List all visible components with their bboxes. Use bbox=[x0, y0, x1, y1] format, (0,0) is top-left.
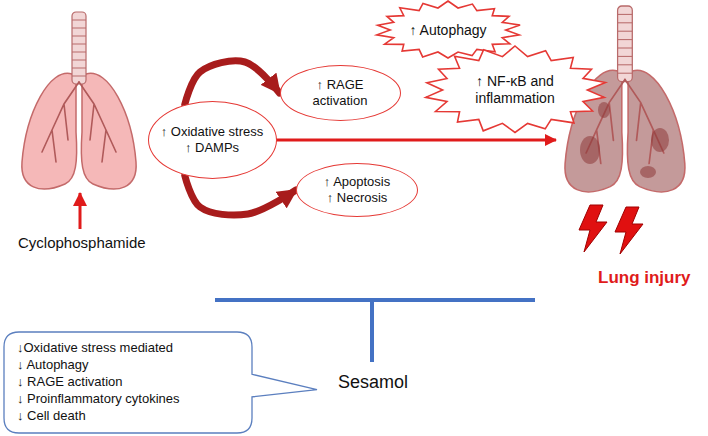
process-ellipse: ↑ Oxidative stress↑ DAMPs bbox=[148, 101, 277, 179]
node-text: ↑ Necrosis bbox=[327, 190, 388, 206]
node-text: ↓ RAGE activation bbox=[17, 373, 123, 390]
node-text: ↑ DAMPs bbox=[185, 140, 239, 156]
treatment-label: Sesamol bbox=[338, 372, 408, 393]
exposure-arrow bbox=[79, 193, 82, 229]
callout-bubble: ↓Oxidative stress mediated↓ Autophagy↓ R… bbox=[3, 331, 319, 434]
effect-starburst: ↑ Autophagy bbox=[373, 1, 523, 59]
curved-arrow bbox=[185, 61, 280, 105]
effect-starburst: ↑ NF-κB and inflammation bbox=[421, 46, 609, 134]
text-group: ↑ NF-κB and inflammation bbox=[465, 73, 565, 107]
injury-bolts bbox=[579, 205, 643, 254]
text-group: ↑ Autophagy bbox=[409, 22, 486, 39]
outcome-label: Lung injury bbox=[598, 268, 691, 288]
drug-label: Cyclophosphamide bbox=[18, 234, 146, 251]
text-group: ↓Oxidative stress mediated↓ Autophagy↓ R… bbox=[3, 331, 194, 432]
node-text: ↑ NF-κB and inflammation bbox=[465, 73, 565, 107]
process-ellipse: ↑ Apoptosis↑ Necrosis bbox=[296, 163, 418, 217]
text-group: ↑ Oxidative stress↑ DAMPs bbox=[161, 124, 264, 155]
node-text: ↓ Proinflammatory cytokines bbox=[17, 390, 180, 407]
node-text: ↓ Cell death bbox=[17, 407, 86, 424]
text-group: ↑ RAGE activation bbox=[300, 77, 380, 108]
curved-arrow bbox=[185, 175, 296, 215]
node-text: ↑ Apoptosis bbox=[324, 174, 391, 190]
process-ellipse: ↑ RAGE activation bbox=[280, 65, 401, 121]
node-text: ↓Oxidative stress mediated bbox=[17, 339, 173, 356]
node-text: ↑ Autophagy bbox=[409, 22, 486, 39]
healthy-lungs bbox=[22, 12, 136, 189]
node-text: ↑ Oxidative stress bbox=[161, 124, 264, 140]
node-text: ↓ Autophagy bbox=[17, 356, 89, 373]
inhibition-bar bbox=[215, 300, 535, 362]
text-group: ↑ Apoptosis↑ Necrosis bbox=[324, 174, 391, 205]
lesion-patches bbox=[580, 102, 669, 178]
node-text: ↑ RAGE activation bbox=[300, 77, 380, 108]
